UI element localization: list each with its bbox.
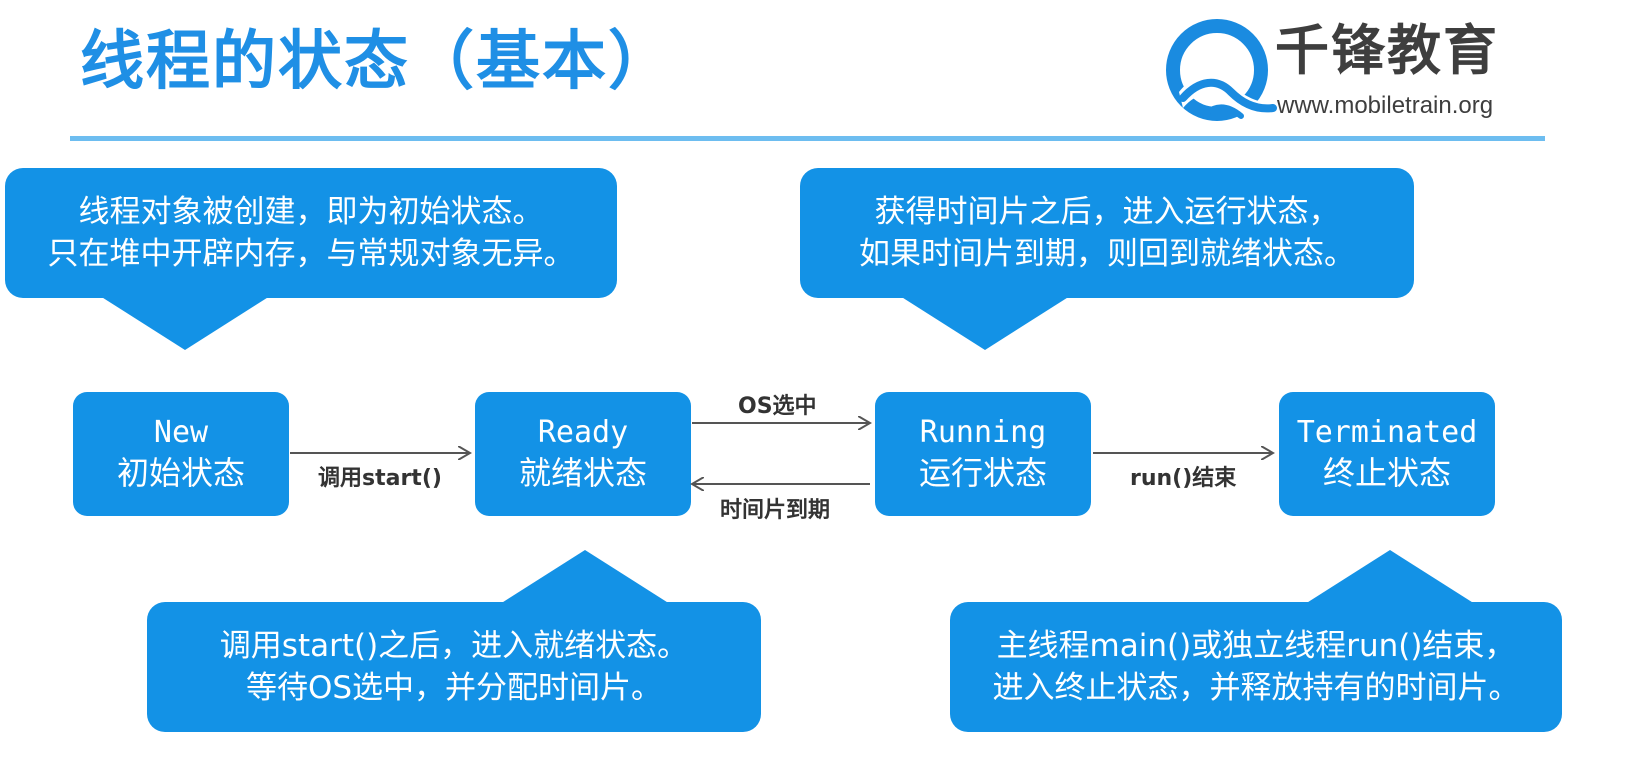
callout-line: 只在堆中开辟内存，与常规对象无异。 (47, 236, 575, 272)
label-ready-to-running: OS选中 (738, 394, 817, 419)
state-new: New 初始状态 (73, 392, 289, 516)
callout-line: 调用start()之后，进入就绪状态。 (219, 628, 689, 664)
state-running: Running 运行状态 (875, 392, 1091, 516)
callout-pointer (500, 550, 670, 604)
label-running-to-terminated: run()结束 (1130, 466, 1237, 491)
label-running-to-ready: 时间片到期 (720, 498, 831, 523)
callout-pointer (100, 296, 270, 350)
state-name-en: New (153, 415, 209, 450)
state-name-en: Running (919, 415, 1047, 450)
callout-new-description: 线程对象被创建，即为初始状态。 只在堆中开辟内存，与常规对象无异。 (5, 168, 617, 298)
state-terminated: Terminated 终止状态 (1279, 392, 1495, 516)
state-name-en: Terminated (1296, 415, 1478, 450)
state-name-zh: 就绪状态 (518, 454, 647, 492)
state-name-zh: 初始状态 (116, 454, 245, 492)
label-new-to-ready: 调用start() (318, 466, 442, 491)
callout-ready-description: 调用start()之后，进入就绪状态。 等待OS选中，并分配时间片。 (147, 602, 761, 732)
state-ready: Ready 就绪状态 (475, 392, 691, 516)
callout-line: 主线程main()或独立线程run()结束， (996, 628, 1516, 664)
state-name-en: Ready (537, 415, 629, 450)
callout-pointer (900, 296, 1070, 350)
callout-line: 如果时间片到期，则回到就绪状态。 (859, 236, 1355, 272)
state-name-zh: 运行状态 (918, 454, 1047, 492)
callout-line: 进入终止状态，并释放持有的时间片。 (992, 670, 1520, 706)
page-title: 线程的状态（基本） (80, 25, 674, 99)
callout-running-description: 获得时间片之后，进入运行状态， 如果时间片到期，则回到就绪状态。 (800, 168, 1414, 298)
title-divider (70, 136, 1545, 141)
callout-line: 等待OS选中，并分配时间片。 (245, 670, 663, 706)
brand-url: www.mobiletrain.org (1277, 92, 1494, 119)
callout-line: 获得时间片之后，进入运行状态， (874, 194, 1340, 230)
callout-pointer (1305, 550, 1475, 604)
brand-name: 千锋教育 (1275, 19, 1499, 82)
brand-logo: 千锋教育 www.mobiletrain.org (1165, 18, 1545, 128)
qianfeng-wave-logo-icon (1166, 19, 1277, 121)
callout-terminated-description: 主线程main()或独立线程run()结束， 进入终止状态，并释放持有的时间片。 (950, 602, 1562, 732)
callout-line: 线程对象被创建，即为初始状态。 (78, 194, 544, 230)
state-name-zh: 终止状态 (1322, 454, 1451, 492)
